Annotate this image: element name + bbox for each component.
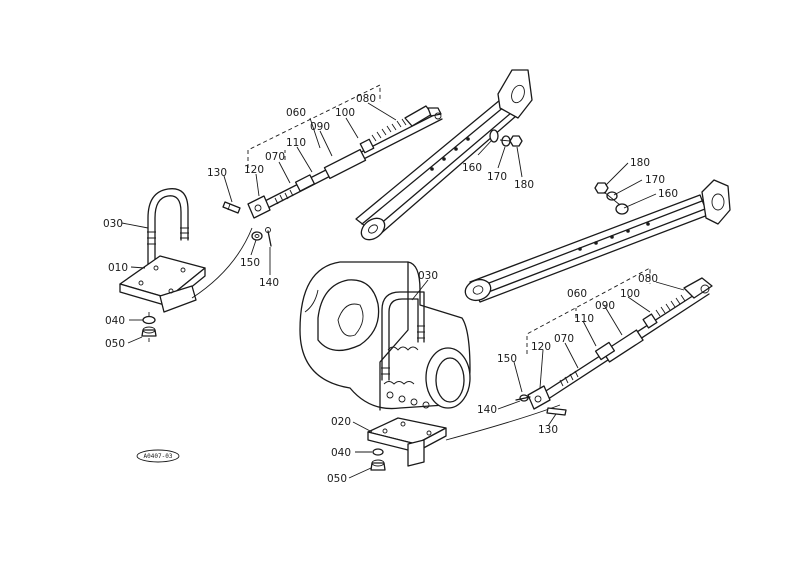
- left-lower-link-arm: [355, 69, 533, 241]
- callout-140-right: 140: [477, 404, 497, 416]
- left-bracket-plate: [119, 227, 253, 313]
- center-nut-washer: [370, 448, 386, 471]
- left-washer-150-pin-140: [251, 227, 272, 247]
- callout-050-left: 050: [105, 338, 125, 350]
- callout-160-left: 160: [462, 162, 482, 174]
- callout-180-left: 180: [514, 179, 534, 191]
- left-u-bolt: [147, 188, 189, 284]
- callout-110-left: 110: [286, 137, 306, 149]
- callout-130-left: 130: [207, 167, 227, 179]
- callout-090-left: 090: [310, 121, 330, 133]
- left-nut-washer: [141, 312, 157, 342]
- right-bolt-130: [546, 407, 567, 416]
- callout-010-left: 010: [108, 262, 128, 274]
- leader-lines: [121, 102, 685, 479]
- center-bracket-plate: [367, 404, 561, 467]
- right-lower-link-arm: [464, 179, 731, 303]
- callout-030-right: 030: [418, 270, 438, 282]
- callout-150-right: 150: [497, 353, 517, 365]
- callout-080-left: 080: [356, 93, 376, 105]
- callout-140-left: 140: [259, 277, 279, 289]
- callout-060-right: 060: [567, 288, 587, 300]
- callout-110-right: 110: [574, 313, 594, 325]
- callout-120-right: 120: [531, 341, 551, 353]
- callout-060-left: 060: [286, 107, 306, 119]
- right-pin-washer-stack: [594, 182, 629, 215]
- callout-130-right: 130: [538, 424, 558, 436]
- callout-120-left: 120: [244, 164, 264, 176]
- callout-020: 020: [331, 416, 351, 428]
- left-pin-washer-stack: [489, 129, 523, 147]
- callout-030-left: 030: [103, 218, 123, 230]
- callout-100-left: 100: [335, 107, 355, 119]
- callout-100-right: 100: [620, 288, 640, 300]
- left-check-chain-turnbuckle: [247, 105, 443, 219]
- stamp-text: A0407-03: [144, 453, 173, 460]
- callout-160-right: 160: [658, 188, 678, 200]
- right-washer-150-pin-140: [515, 394, 531, 402]
- callout-040-right: 040: [331, 447, 351, 459]
- callout-170-right: 170: [645, 174, 665, 186]
- callout-080-right: 080: [638, 273, 658, 285]
- callout-070-left: 070: [265, 151, 285, 163]
- callout-170-left: 170: [487, 171, 507, 183]
- callout-brackets: [247, 84, 651, 354]
- callout-070-right: 070: [554, 333, 574, 345]
- callout-150-left: 150: [240, 257, 260, 269]
- drawing-reference-stamp: A0407-03: [136, 449, 180, 463]
- left-bracket-bolt-130: [222, 201, 241, 214]
- center-housing: [299, 261, 471, 411]
- callout-050-right: 050: [327, 473, 347, 485]
- callout-180-right: 180: [630, 157, 650, 169]
- right-check-chain-turnbuckle: [527, 277, 713, 410]
- callout-090-right: 090: [595, 300, 615, 312]
- callout-labels: 060 080 100 090 110 070 120 130 030 010 …: [103, 93, 678, 485]
- callout-040-left: 040: [105, 315, 125, 327]
- center-u-bolt: [381, 291, 425, 381]
